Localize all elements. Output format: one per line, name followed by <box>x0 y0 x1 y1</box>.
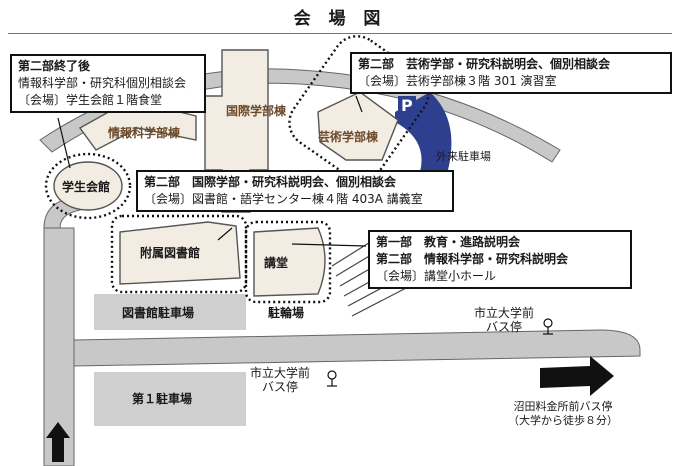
library-label: 附属図書館 <box>140 246 201 260</box>
library-parking-lot <box>94 294 246 330</box>
bus-stop-right-line1: 市立大学前 <box>474 306 535 320</box>
callout-auditorium-heading2: 第二部 情報科学部・研究科説明会 <box>376 252 569 266</box>
callout-student-hall-line1: 情報科学部・研究科個別相談会 <box>18 76 187 90</box>
callout-auditorium-heading1: 第一部 教育・進路説明会 <box>376 235 521 249</box>
info-science-building-label: 情報科学部棟 <box>108 126 181 140</box>
international-building-label: 国際学部棟 <box>226 104 287 118</box>
parking-sign: P <box>401 96 413 115</box>
arrow-right-icon <box>540 356 614 396</box>
numata-bus-line2: （大学から徒歩８分） <box>508 414 618 427</box>
callout-student-hall-line2: 〔会場〕学生会館１階食堂 <box>18 93 163 107</box>
callout-auditorium: 第一部 教育・進路説明会 第二部 情報科学部・研究科説明会 〔会場〕講堂小ホール <box>368 230 632 289</box>
arts-building-label: 芸術学部棟 <box>318 130 379 144</box>
callout-international-line1: 〔会場〕図書館・語学センター棟４階 403A 講義室 <box>144 192 423 206</box>
bus-stop-icon <box>543 318 553 335</box>
numata-bus-line1: 沼田料金所前バス停 <box>513 400 613 413</box>
numata-bus-label: 沼田料金所前バス停 （大学から徒歩８分） <box>508 400 618 428</box>
callout-arts-heading: 第二部 芸術学部・研究科説明会、個別相談会 <box>358 57 611 71</box>
callout-international-heading: 第二部 国際学部・研究科説明会、個別相談会 <box>144 175 397 189</box>
bus-stop-center-label: 市立大学前 バス停 <box>250 366 310 394</box>
parking-sign-bg <box>398 96 416 116</box>
bus-stop-right-label: 市立大学前 バス停 <box>474 306 534 334</box>
library-highlight <box>110 214 248 294</box>
student-hall-highlight <box>44 152 132 220</box>
callout-arts-line1: 〔会場〕芸術学部棟３階 301 演習室 <box>358 74 557 88</box>
bus-stop-right-line2: バス停 <box>486 320 523 334</box>
visitor-parking-area <box>395 92 452 172</box>
library-parking-label: 図書館駐車場 <box>122 306 195 320</box>
title-rule <box>8 33 672 34</box>
auditorium-highlight <box>244 220 332 304</box>
callout-arts: 第二部 芸術学部・研究科説明会、個別相談会 〔会場〕芸術学部棟３階 301 演習… <box>350 52 672 94</box>
callout-auditorium-line1: 〔会場〕講堂小ホール <box>376 269 497 283</box>
bus-stop-center-line2: バス停 <box>262 380 299 394</box>
visitor-parking-label: 外来駐車場 <box>436 150 491 163</box>
page-title: 会 場 図 <box>293 9 387 29</box>
callout-student-hall-heading: 第二部終了後 <box>18 59 91 73</box>
dotted-highlights <box>44 35 430 304</box>
library-building <box>119 221 241 285</box>
student-hall-label: 学生会館 <box>62 180 111 194</box>
leader-lines <box>57 95 367 247</box>
main-road <box>73 329 641 367</box>
callout-student-hall: 第二部終了後 情報科学部・研究科個別相談会 〔会場〕学生会館１階食堂 <box>10 54 206 113</box>
parking1-lot <box>94 372 246 426</box>
buildings <box>53 49 399 297</box>
student-hall-building <box>53 161 123 211</box>
left-road <box>43 227 75 466</box>
bus-stop-icon <box>327 370 337 387</box>
arrow-up-icon <box>46 422 70 462</box>
auditorium-label: 講堂 <box>264 256 289 270</box>
callout-international: 第二部 国際学部・研究科説明会、個別相談会 〔会場〕図書館・語学センター棟４階 … <box>136 170 454 212</box>
parking1-label: 第１駐車場 <box>132 392 193 406</box>
international-building <box>204 49 269 213</box>
bus-stop-center-line1: 市立大学前 <box>250 366 311 380</box>
bike-parking-label: 駐輪場 <box>268 306 305 320</box>
